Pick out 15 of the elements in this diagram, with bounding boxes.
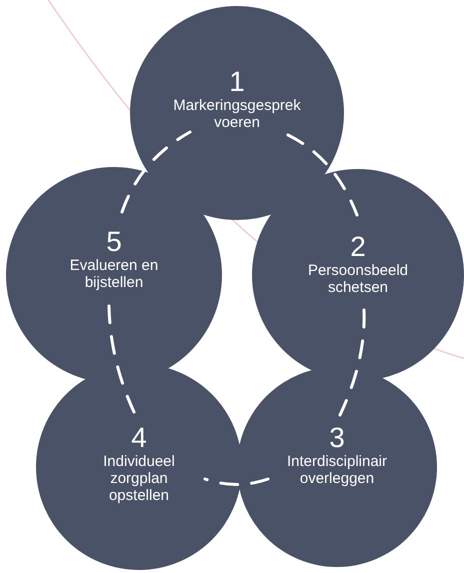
step-label: Markeringsgesprek voeren (172, 97, 302, 131)
step-number: 3 (328, 423, 346, 453)
step-label: Individueel zorgplan opstellen (102, 453, 176, 504)
step-number: 1 (228, 67, 246, 97)
dashed-connector (338, 308, 366, 416)
dashed-connector (204, 478, 270, 486)
step-number: 5 (105, 227, 123, 257)
step-label: Interdisciplinair overleggen (286, 453, 388, 487)
dashed-connector (108, 304, 136, 414)
dashed-connector (120, 130, 192, 214)
step-label: Persoonsbeeld schetsen (306, 262, 410, 296)
step-number: 2 (349, 232, 367, 262)
dashed-connector (286, 134, 358, 216)
step-label: Evalueren en bijstellen (68, 257, 160, 291)
step-number: 4 (130, 423, 148, 453)
